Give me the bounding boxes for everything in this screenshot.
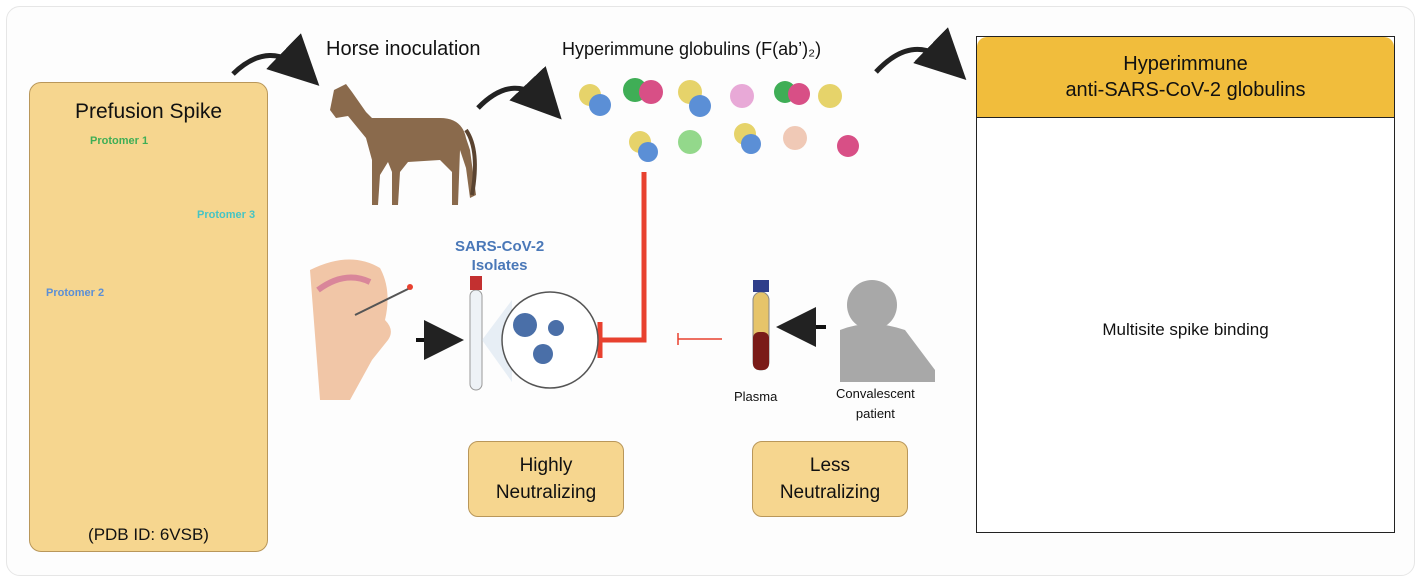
sample-tube — [469, 276, 483, 391]
sars-cov-2-isolates-label: SARS-CoV-2 Isolates — [455, 238, 545, 274]
pdb-id-label: (PDB ID: 6VSB) — [88, 525, 209, 544]
plasma-label: Plasma — [734, 389, 778, 404]
protomer-3-label: Protomer 3 — [197, 209, 256, 221]
multisite-spike-binding-label: Multisite spike binding — [1102, 320, 1269, 339]
horse-inoculation-label: Horse inoculation — [326, 38, 481, 60]
globulin-molecules — [579, 78, 859, 162]
protomer-2-label: Protomer 2 — [46, 287, 105, 299]
hyperimmune-panel-header: Hyperimmune anti-SARS-CoV-2 globulins — [977, 37, 1394, 118]
prefusion-spike-panel: Prefusion Spike Protomer 1 Protomer 3 Pr… — [29, 82, 268, 552]
hyperimmune-globulins-label: Hyperimmune globulins (F(ab’)₂) — [562, 39, 822, 59]
strong-inhibition-line — [600, 172, 647, 343]
protomer-1-label: Protomer 1 — [90, 135, 149, 147]
horse-illustration — [330, 84, 477, 205]
swab-person-illustration — [310, 259, 413, 400]
hyperimmune-globulins-panel: Hyperimmune anti-SARS-CoV-2 globulins Mu… — [976, 36, 1395, 533]
virus-magnifier — [482, 291, 599, 389]
highly-neutralizing-box: Highly Neutralizing — [468, 441, 624, 517]
convalescent-patient-label: Convalescent patient — [836, 386, 915, 421]
curved-arrow-to-globulins — [476, 66, 562, 120]
plasma-tube — [752, 280, 770, 371]
prefusion-spike-title: Prefusion Spike — [74, 100, 223, 123]
convalescent-patient-illustration — [840, 280, 935, 382]
curved-arrow-to-panel — [874, 27, 967, 80]
less-neutralizing-box: Less Neutralizing — [752, 441, 908, 517]
curved-arrow-to-horse — [231, 33, 320, 86]
